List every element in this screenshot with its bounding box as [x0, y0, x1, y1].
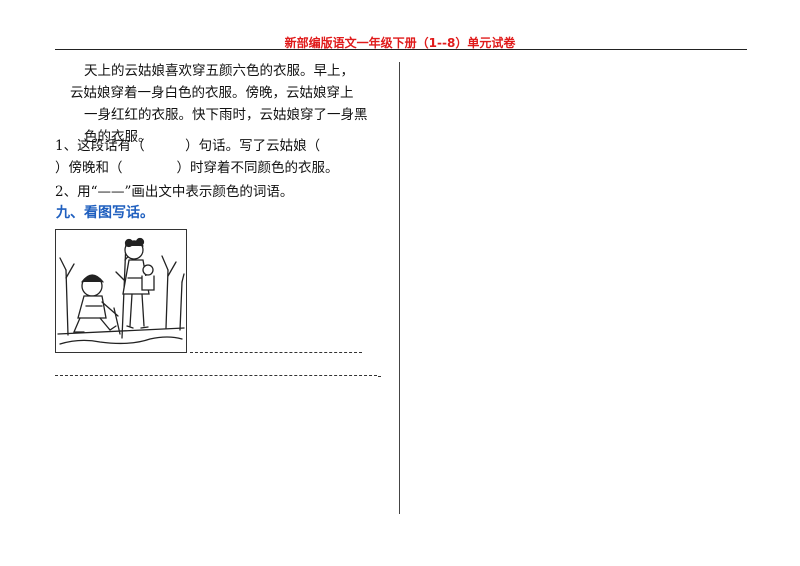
- passage-line: 天上的云姑娘喜欢穿五颜六色的衣服。早上，: [84, 63, 354, 79]
- reading-passage: 天上的云姑娘喜欢穿五颜六色的衣服。早上， 云姑娘穿着一身白色的衣服。傍晚，云姑娘…: [70, 60, 394, 148]
- page-title: 新部编版语文一年级下册（1--8）单元试卷: [284, 36, 516, 50]
- column-divider: [399, 62, 400, 514]
- passage-line: 一身红红的衣服。快下雨时，云姑娘穿了一身黑: [84, 107, 368, 123]
- section-heading: 九、看图写话。: [56, 205, 154, 221]
- picture-writing-illustration: [55, 229, 187, 353]
- question-2: 2、用“——”画出文中表示颜色的词语。: [55, 184, 294, 200]
- header-divider: [55, 49, 747, 50]
- question-1-line-2: ）傍晚和（ ）时穿着不同颜色的衣服。: [55, 160, 339, 176]
- children-planting-tree-illustration: [57, 237, 185, 345]
- line-end-mark: [378, 376, 381, 377]
- passage-line: 云姑娘穿着一身白色的衣服。傍晚，云姑娘穿上: [70, 85, 354, 101]
- passage-line: 色的衣服。: [84, 129, 152, 145]
- question-1: 1、这段话有（ ）句话。写了云姑娘（ ）傍晚和（ ）时穿着不同颜色的衣服。: [55, 135, 339, 179]
- writing-answer-line[interactable]: [190, 352, 362, 353]
- writing-answer-line[interactable]: [55, 375, 377, 376]
- question-1-line-1: 1、这段话有（ ）句话。写了云姑娘（: [55, 138, 321, 154]
